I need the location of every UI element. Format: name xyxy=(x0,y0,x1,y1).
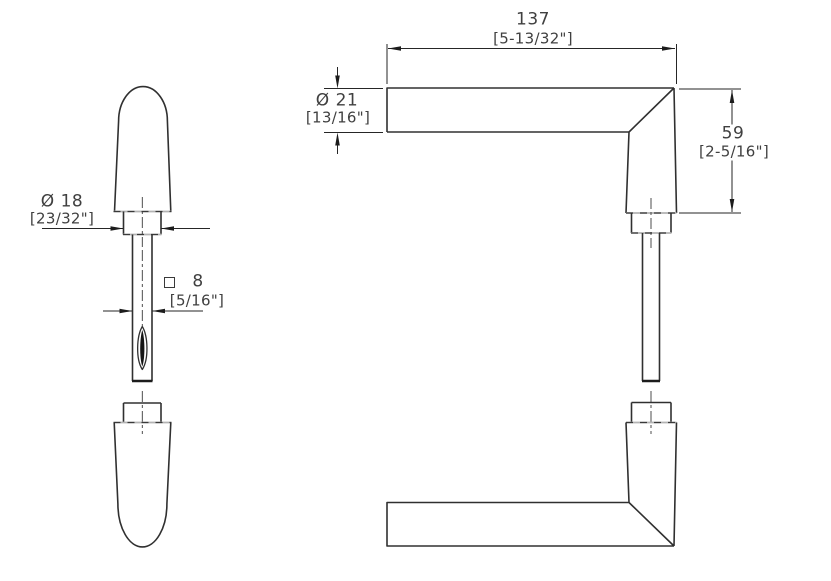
upper-grip-outline xyxy=(113,85,172,212)
dim-length-value-mm: 137 xyxy=(513,10,553,30)
dim-length-arrow-right xyxy=(662,46,675,51)
dim-length-value-inch: [5-13/32"] xyxy=(490,30,576,48)
square-section-icon xyxy=(164,277,175,288)
dim-rose-arrow-right xyxy=(110,226,124,231)
dim-length-arrow-left xyxy=(388,46,401,51)
dim-bar-arrow-down xyxy=(335,75,340,89)
spindle-tip-outer-lens xyxy=(137,325,148,371)
upper-lever-profile xyxy=(386,87,678,214)
dim-spindle-arrow-left xyxy=(152,308,165,314)
dim-rose-arrow-left xyxy=(161,226,174,231)
dim-bar-value-mm: Ø 21 xyxy=(312,91,362,111)
front-view xyxy=(113,85,172,548)
dim-spindle-value-inch: [5/16"] xyxy=(166,292,228,310)
dim-rose-value-inch: [23/32"] xyxy=(26,210,98,228)
dim-spindle-value-mm: 8 xyxy=(189,272,207,292)
dim-drop-value-inch: [2-5/16"] xyxy=(696,143,772,161)
lower-grip-outline xyxy=(113,422,172,548)
dim-rose-value-mm: Ø 18 xyxy=(37,192,87,212)
dim-drop-arrow-up xyxy=(729,90,735,103)
spindle-tip-inner-lens xyxy=(140,330,145,367)
dim-drop-value-mm: 59 xyxy=(718,124,748,144)
dim-bar-arrow-up xyxy=(335,132,340,146)
dim-bar-value-inch: [13/16"] xyxy=(302,109,374,127)
dim-drop-arrow-down xyxy=(729,199,735,212)
dim-spindle-arrow-right xyxy=(119,308,133,314)
dimensions xyxy=(42,44,741,314)
lower-lever-profile xyxy=(386,422,678,547)
side-view xyxy=(386,87,678,547)
